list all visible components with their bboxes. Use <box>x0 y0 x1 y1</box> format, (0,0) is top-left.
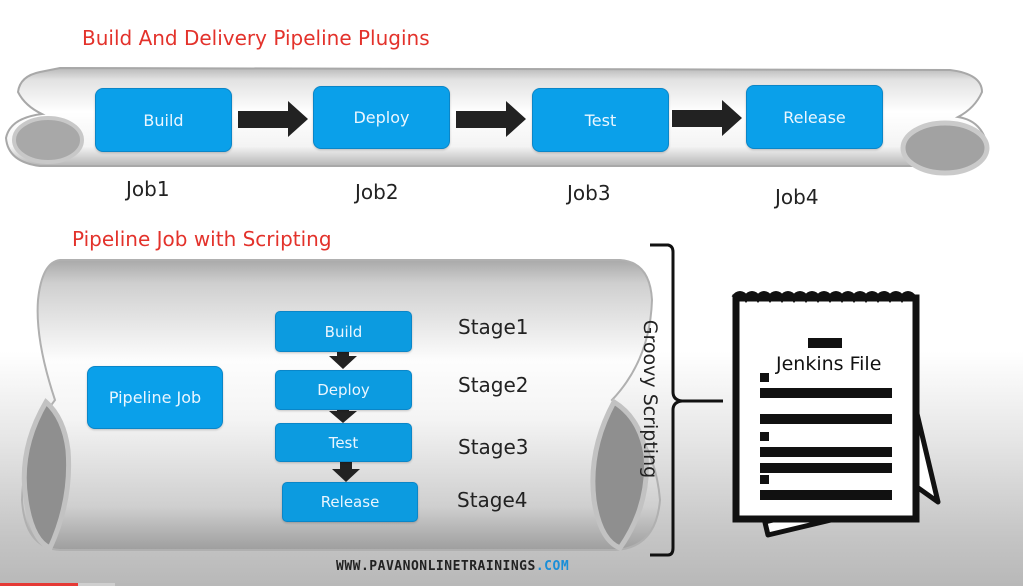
section-title-build-delivery: Build And Delivery Pipeline Plugins <box>82 26 430 50</box>
job-box-build: Build <box>95 88 232 152</box>
arrow-down-icon <box>332 460 360 482</box>
arrow-right-icon <box>672 100 742 136</box>
job-label: Job1 <box>126 177 170 201</box>
job-label: Job4 <box>775 185 819 209</box>
stage-label: Stage2 <box>458 373 529 397</box>
watermark-domain: WWW.PAVANONLINETRAININGS <box>336 559 536 574</box>
jenkins-file-label: Jenkins File <box>776 353 882 375</box>
video-played-bar <box>0 583 78 586</box>
job-label: Job2 <box>355 180 399 204</box>
arrow-right-icon <box>238 101 308 137</box>
stage-label: Stage4 <box>457 488 528 512</box>
arrow-down-icon <box>329 408 357 423</box>
video-progress-bar[interactable] <box>0 583 1023 586</box>
stage-box-test: Test <box>275 423 412 462</box>
lower-pipe-left-opening <box>21 398 72 552</box>
job-box-release: Release <box>746 85 883 149</box>
arrow-right-icon <box>456 101 526 137</box>
top-pipe-right-opening <box>900 120 990 176</box>
groovy-scripting-label: Groovy Scripting <box>639 319 661 479</box>
stage-box-build: Build <box>275 311 412 352</box>
jenkins-file-document-icon <box>731 291 941 538</box>
arrow-down-icon <box>329 350 357 369</box>
stage-label: Stage3 <box>458 435 529 459</box>
watermark-tld: .COM <box>535 559 570 574</box>
pipeline-job-box: Pipeline Job <box>87 366 223 429</box>
stage-label: Stage1 <box>458 315 529 339</box>
stage-box-deploy: Deploy <box>275 370 412 410</box>
lower-pipe-right-opening <box>590 398 649 552</box>
stage-box-release: Release <box>282 482 418 522</box>
top-pipe-left-opening <box>12 116 84 164</box>
job-box-deploy: Deploy <box>313 86 450 149</box>
job-box-test: Test <box>532 88 669 152</box>
section-title-pipeline-scripting: Pipeline Job with Scripting <box>72 227 332 251</box>
job-label: Job3 <box>567 181 611 205</box>
website-watermark: WWW.PAVANONLINETRAININGS.COM <box>336 559 569 574</box>
